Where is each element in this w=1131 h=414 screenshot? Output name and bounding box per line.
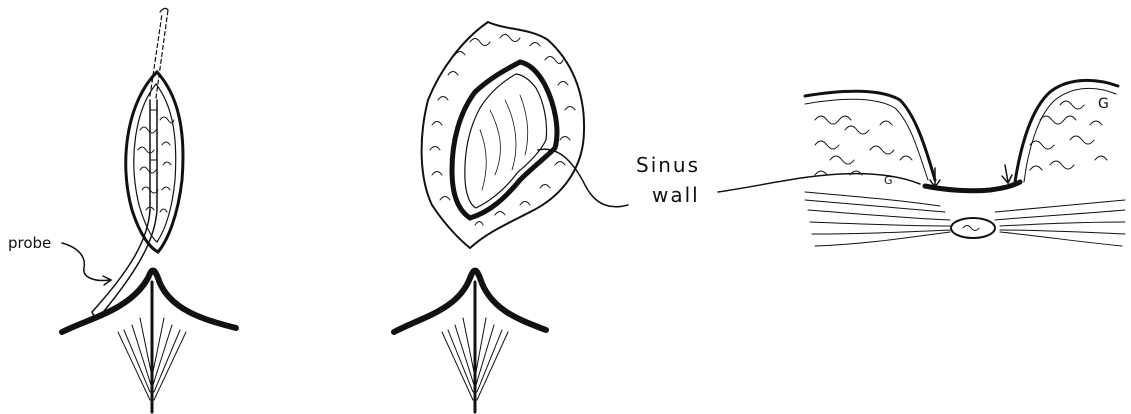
granulation-label-left: G	[884, 174, 893, 187]
natal-cleft-2	[394, 271, 546, 333]
natal-cleft	[62, 271, 236, 333]
sinus-base	[925, 182, 1020, 191]
probe-label: probe	[8, 234, 51, 252]
panel-probe-insertion	[62, 8, 236, 412]
wound-outer-border	[422, 22, 584, 248]
sinus-label-line1: Sinus	[636, 153, 700, 177]
coccyx-oval	[951, 218, 995, 238]
left-skin-flap	[805, 91, 935, 180]
panel-cross-section	[718, 80, 1125, 246]
probe-pointer-arrow	[62, 243, 110, 281]
panel-excised-sinus	[394, 22, 628, 412]
granulation-label: G	[1098, 96, 1109, 112]
sinus-label-line2: wall	[652, 183, 700, 207]
